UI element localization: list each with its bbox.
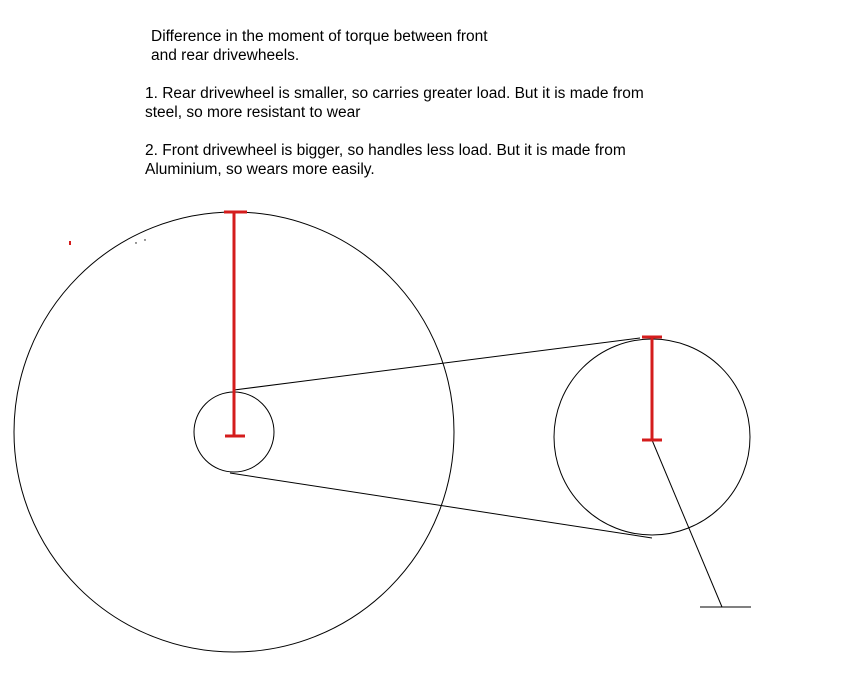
note2-line-1: 2. Front drivewheel is bigger, so handle… (145, 142, 626, 159)
stray-dot (135, 242, 137, 244)
note1-line-1: 1. Rear drivewheel is smaller, so carrie… (145, 85, 644, 102)
title-line-1: Difference in the moment of torque betwe… (151, 28, 488, 45)
crank-arm (651, 439, 723, 608)
title-line-2: and rear drivewheels. (151, 47, 300, 64)
note-front-wheel: 2. Front drivewheel is bigger, so handle… (145, 141, 626, 179)
note2-line-2: Aluminium, so wears more easily. (145, 161, 375, 178)
diagram-title: Difference in the moment of torque betwe… (151, 27, 488, 65)
stray-dot (144, 239, 146, 241)
note-rear-wheel: 1. Rear drivewheel is smaller, so carrie… (145, 84, 644, 122)
belt-top (233, 337, 641, 391)
belt-bottom (229, 472, 653, 539)
note1-line-2: steel, so more resistant to wear (145, 104, 361, 121)
